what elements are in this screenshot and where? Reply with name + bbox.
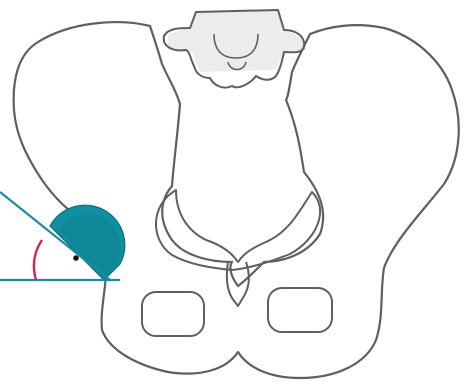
pelvis-outline: [14, 22, 459, 378]
sacrum: [164, 10, 306, 88]
angle-arc: [34, 240, 42, 280]
obturator-foramen: [142, 292, 204, 336]
sacrum-shading: [168, 10, 306, 72]
pelvic-inlet: [156, 190, 320, 270]
obturator-foramen: [268, 288, 332, 332]
cup-center-marker: [73, 255, 79, 261]
